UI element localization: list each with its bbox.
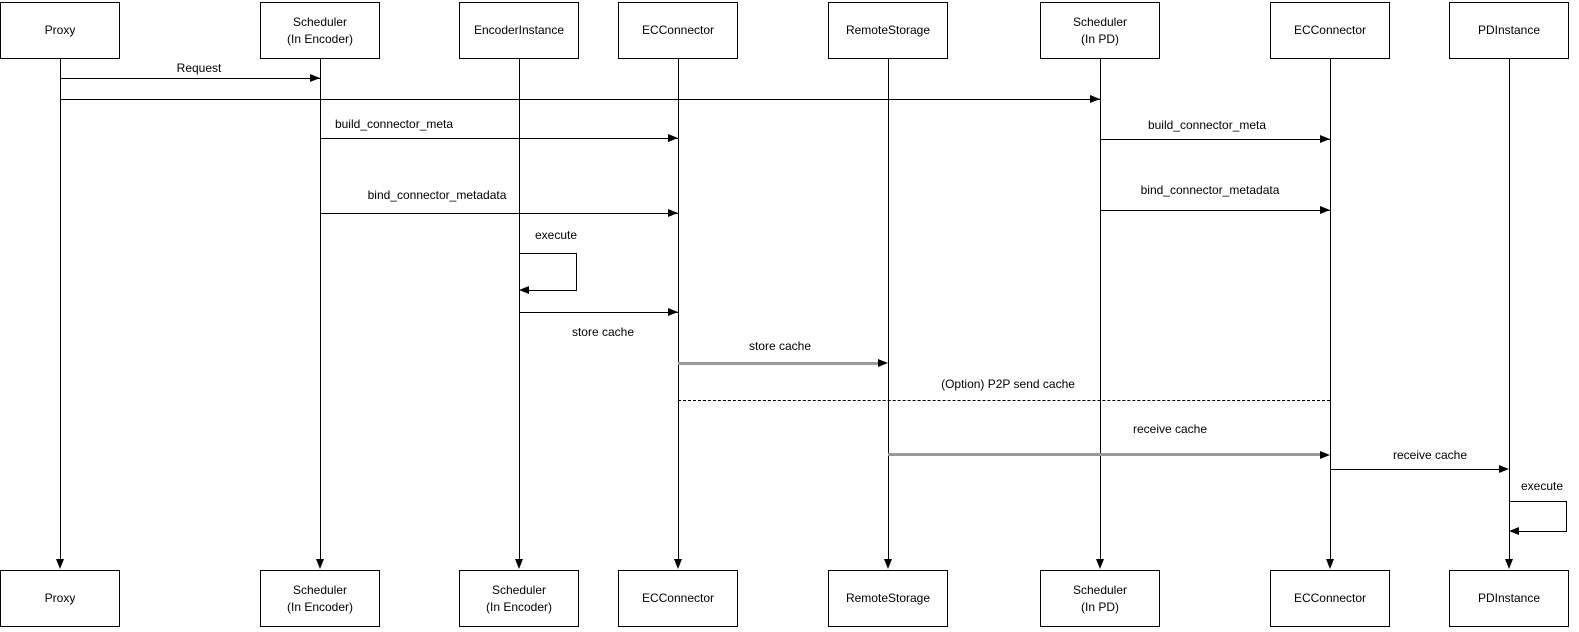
actor-bottom-scheduler-pd: Scheduler (In PD) <box>1040 570 1160 627</box>
actor-bottom-remotestorage: RemoteStorage <box>828 570 948 627</box>
lifeline-arrowhead-down-icon <box>56 559 64 569</box>
arrowhead-right-icon <box>1320 206 1330 214</box>
actor-bottom-ecconnector-pd: ECConnector <box>1270 570 1390 627</box>
actor-top-pdinstance: PDInstance <box>1449 2 1569 59</box>
actor-top-ecconnector: ECConnector <box>618 2 738 59</box>
arrow-line <box>1100 210 1330 211</box>
arrowhead-left-icon <box>519 286 529 294</box>
lifeline-encoderinstance <box>519 59 520 560</box>
self-loop-bottom-line <box>529 290 576 291</box>
lifeline-arrowhead-down-icon <box>515 559 523 569</box>
lifeline-proxy <box>60 59 61 560</box>
arrow-line-gray <box>888 453 1320 456</box>
self-loop-top-line <box>1509 501 1566 502</box>
arrowhead-right-icon <box>1499 465 1509 473</box>
message-label: bind_connector_metadata <box>1140 183 1280 197</box>
actor-bottom-ecconnector: ECConnector <box>618 570 738 627</box>
arrowhead-right-icon <box>1090 95 1100 103</box>
message-label: execute <box>1520 479 1564 493</box>
actor-top-proxy: Proxy <box>0 2 120 59</box>
message-label: receive cache <box>1392 448 1468 462</box>
arrowhead-left-icon <box>1509 527 1519 535</box>
message-label: bind_connector_metadata <box>367 188 507 202</box>
arrow-line <box>519 312 678 313</box>
arrow-line <box>1330 469 1499 470</box>
lifeline-arrowhead-down-icon <box>316 559 324 569</box>
actor-bottom-scheduler-encoder: Scheduler (In Encoder) <box>260 570 380 627</box>
actor-top-scheduler-pd: Scheduler (In PD) <box>1040 2 1160 59</box>
arrowhead-right-icon <box>668 308 678 316</box>
arrowhead-right-icon <box>878 359 888 367</box>
lifeline-scheduler-pd <box>1100 59 1101 560</box>
arrow-line <box>60 99 1100 100</box>
actor-bottom-pdinstance: PDInstance <box>1449 570 1569 627</box>
lifeline-arrowhead-down-icon <box>884 559 892 569</box>
lifeline-scheduler-encoder <box>320 59 321 560</box>
lifeline-arrowhead-down-icon <box>1096 559 1104 569</box>
lifeline-pdinstance <box>1509 59 1510 560</box>
self-loop-top-line <box>519 253 576 254</box>
message-label: store cache <box>571 325 635 339</box>
actor-bottom-proxy: Proxy <box>0 570 120 627</box>
lifeline-arrowhead-down-icon <box>674 559 682 569</box>
self-loop-bottom-line <box>1519 531 1566 532</box>
message-label: execute <box>534 228 578 242</box>
arrow-line-gray <box>678 362 880 365</box>
lifeline-ecconnector <box>678 59 679 560</box>
actor-top-ecconnector-pd: ECConnector <box>1270 2 1390 59</box>
arrowhead-right-icon <box>668 134 678 142</box>
dashed-line <box>678 400 1330 401</box>
lifeline-ecconnector-pd <box>1330 59 1331 560</box>
self-loop-right-line <box>576 253 577 291</box>
actor-bottom-scheduler-encoder-2: Scheduler (In Encoder) <box>459 570 579 627</box>
actor-top-scheduler-encoder: Scheduler (In Encoder) <box>260 2 380 59</box>
lifeline-remotestorage <box>888 59 889 560</box>
actor-top-encoderinstance: EncoderInstance <box>459 2 579 59</box>
arrow-line <box>60 78 320 79</box>
arrowhead-right-icon <box>668 209 678 217</box>
lifeline-arrowhead-down-icon <box>1326 559 1334 569</box>
arrowhead-right-icon <box>310 74 320 82</box>
message-label: store cache <box>748 339 812 353</box>
message-label: build_connector_meta <box>334 117 454 131</box>
arrow-line <box>320 138 678 139</box>
self-loop-right-line <box>1566 501 1567 532</box>
message-label: Request <box>176 61 222 75</box>
actor-top-remotestorage: RemoteStorage <box>828 2 948 59</box>
arrow-line <box>1100 139 1330 140</box>
arrowhead-right-icon <box>1320 135 1330 143</box>
message-label: (Option) P2P send cache <box>941 377 1075 391</box>
lifeline-arrowhead-down-icon <box>1505 559 1513 569</box>
arrow-line <box>320 213 678 214</box>
message-label: receive cache <box>1132 422 1208 436</box>
message-label: build_connector_meta <box>1147 118 1267 132</box>
arrowhead-right-icon <box>1320 451 1330 459</box>
